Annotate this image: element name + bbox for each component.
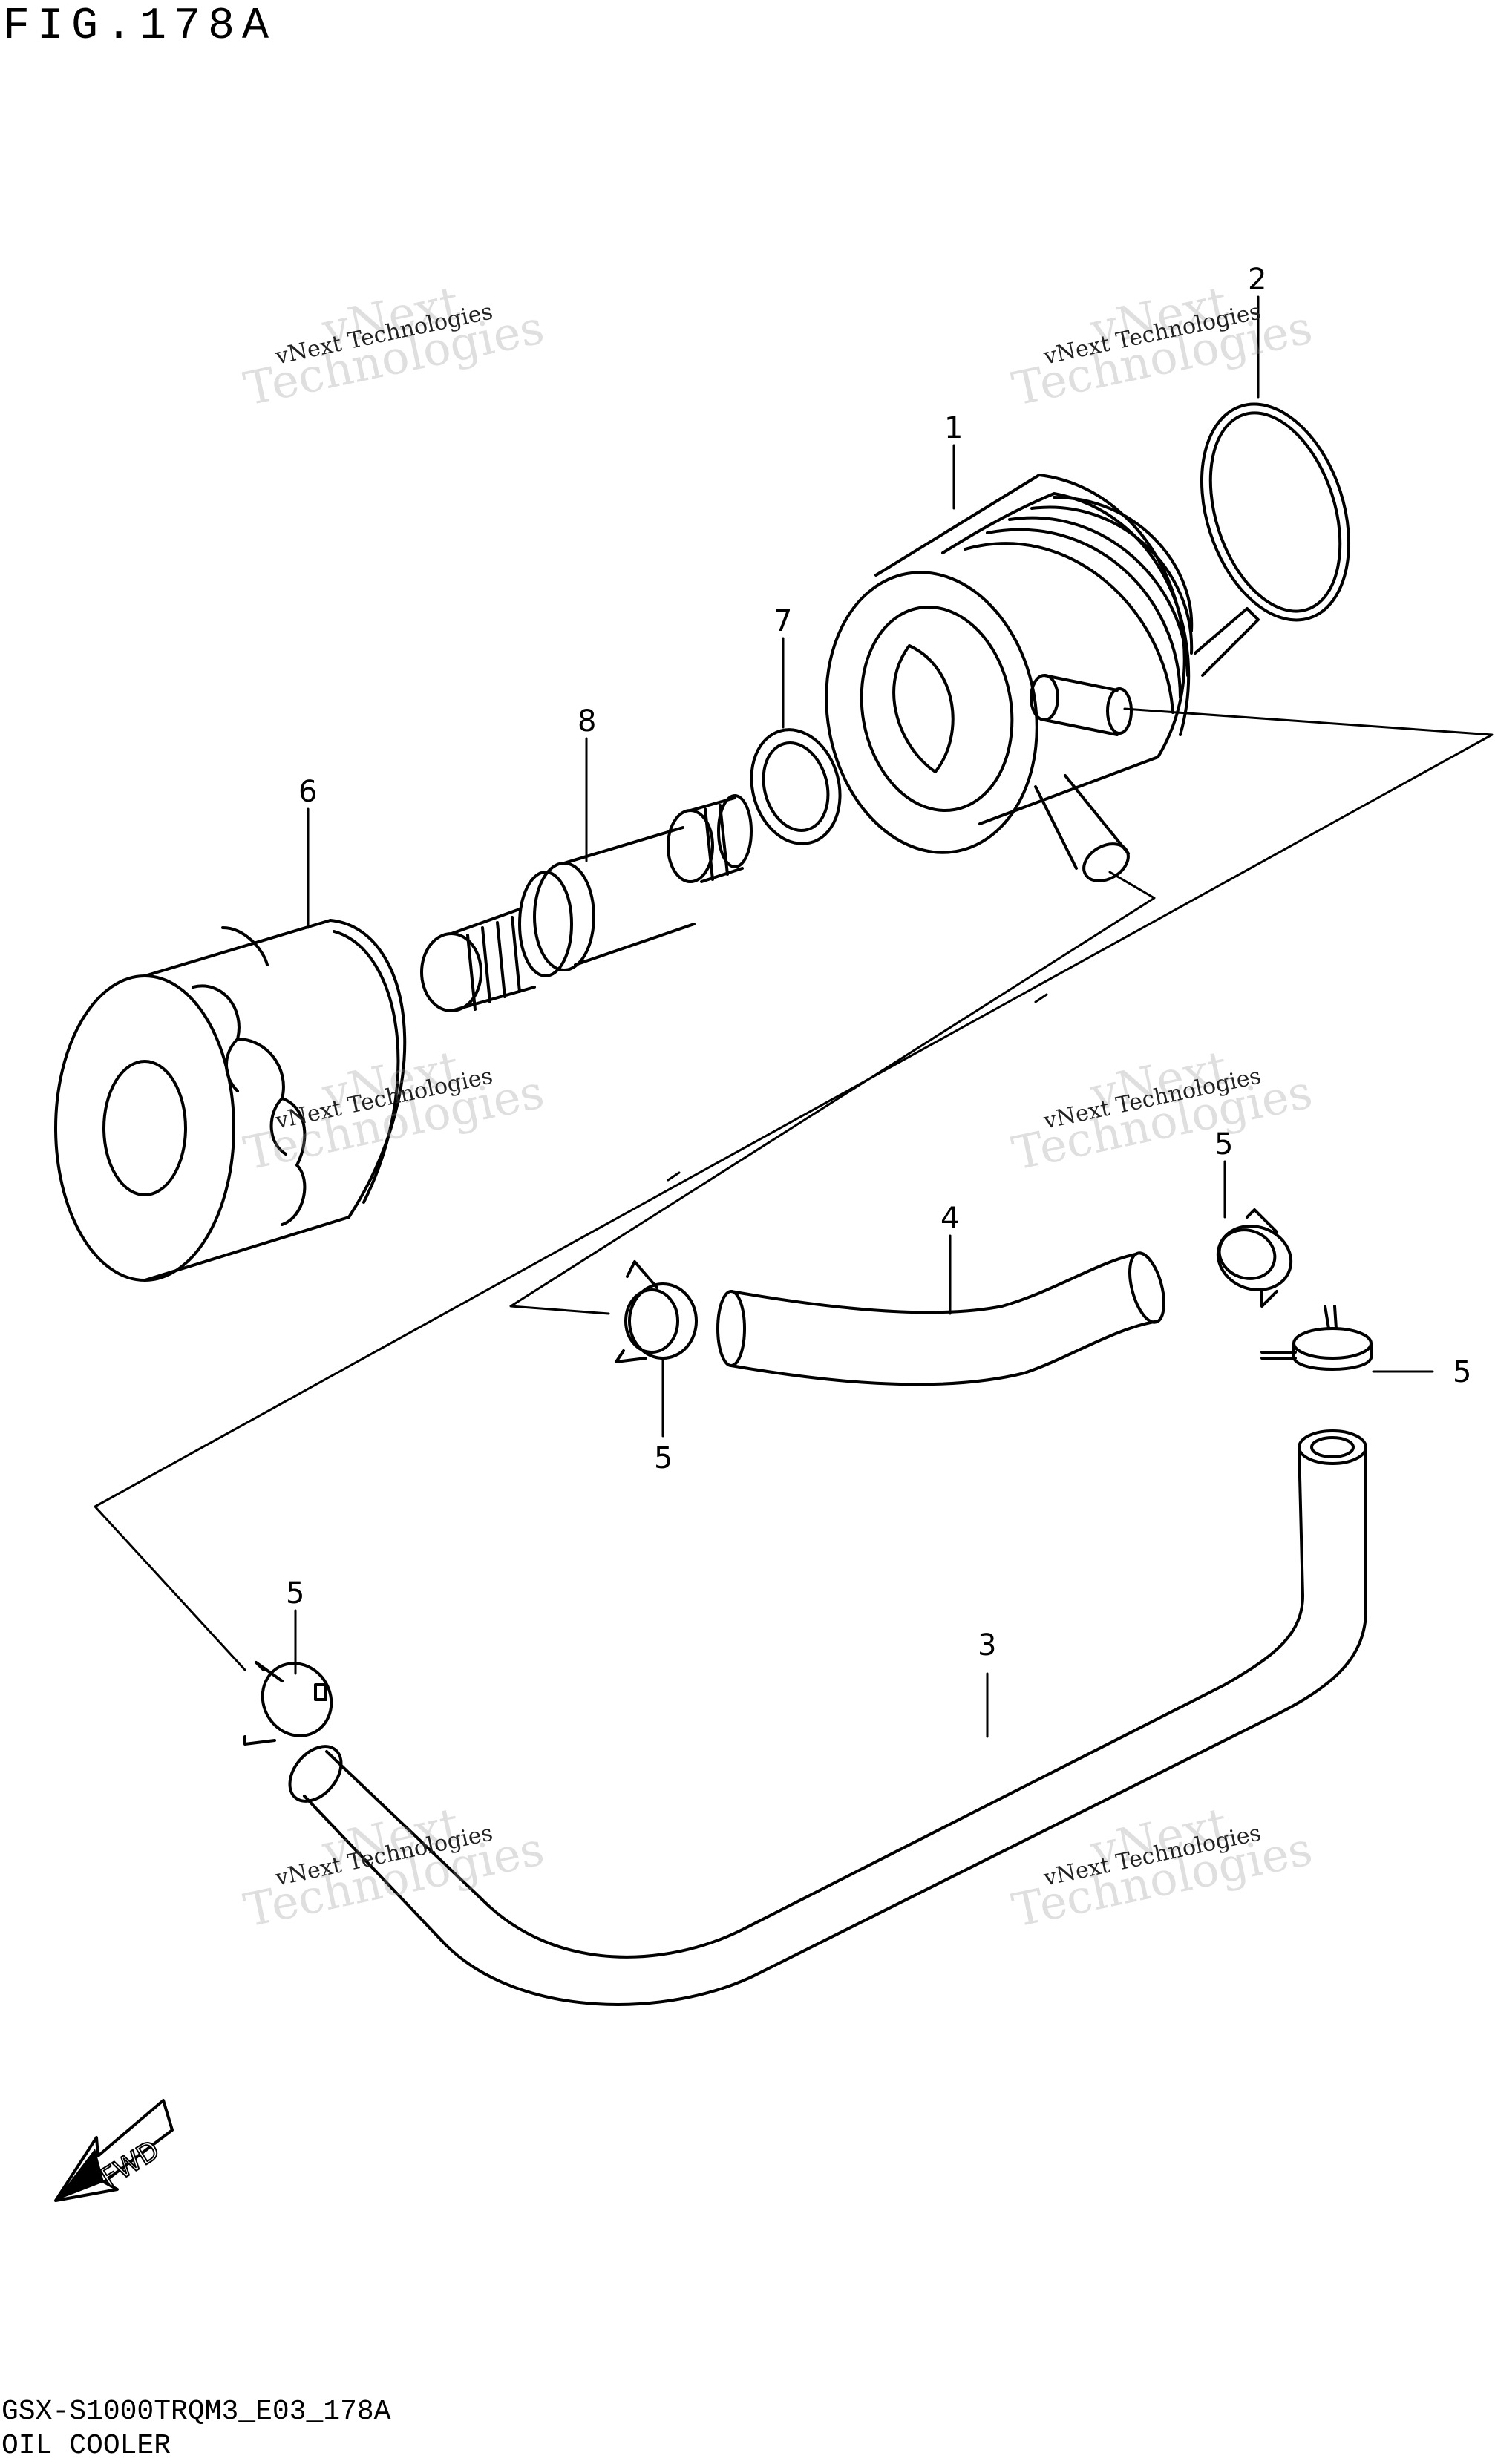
- union-bolt[interactable]: [420, 794, 753, 1012]
- callout-4: 4: [940, 1202, 959, 1236]
- callout-8: 8: [578, 704, 596, 738]
- model-code: GSX-S1000TRQM3_E03_178A: [1, 2396, 391, 2428]
- callout-6: 6: [298, 775, 317, 809]
- hose-clamp-upper-right[interactable]: [1209, 1208, 1301, 1308]
- oil-filter[interactable]: [54, 919, 407, 1282]
- figure-title: FIG.178A: [3, 1, 277, 52]
- section-name: OIL COOLER: [1, 2430, 171, 2462]
- o-ring-large[interactable]: [1176, 385, 1375, 639]
- callout-5-left: 5: [654, 1441, 673, 1475]
- hose-clamp-lower-left[interactable]: [243, 1651, 344, 1749]
- callout-5-lower-left: 5: [286, 1576, 304, 1611]
- callout-7: 7: [773, 604, 792, 638]
- hose-lower[interactable]: [280, 1429, 1367, 2006]
- o-ring-small[interactable]: [739, 720, 852, 854]
- callout-2: 2: [1248, 263, 1266, 297]
- hose-clamp-left[interactable]: [615, 1260, 698, 1363]
- callout-1: 1: [944, 411, 963, 445]
- callout-numbers: 1 2 3 4 5 5 5 5 6 7 8: [286, 263, 1471, 1662]
- oil-cooler[interactable]: [805, 474, 1260, 888]
- hose-upper[interactable]: [716, 1249, 1171, 1386]
- callout-3: 3: [978, 1628, 996, 1662]
- callout-leader-lines: [294, 295, 1434, 1738]
- callout-5-upper-right: 5: [1214, 1127, 1233, 1161]
- hose-clamp-right[interactable]: [1260, 1305, 1373, 1371]
- reference-lines: [94, 707, 1494, 1671]
- callout-5-right: 5: [1453, 1355, 1471, 1389]
- fwd-arrow-icon: FWD: [54, 2099, 174, 2202]
